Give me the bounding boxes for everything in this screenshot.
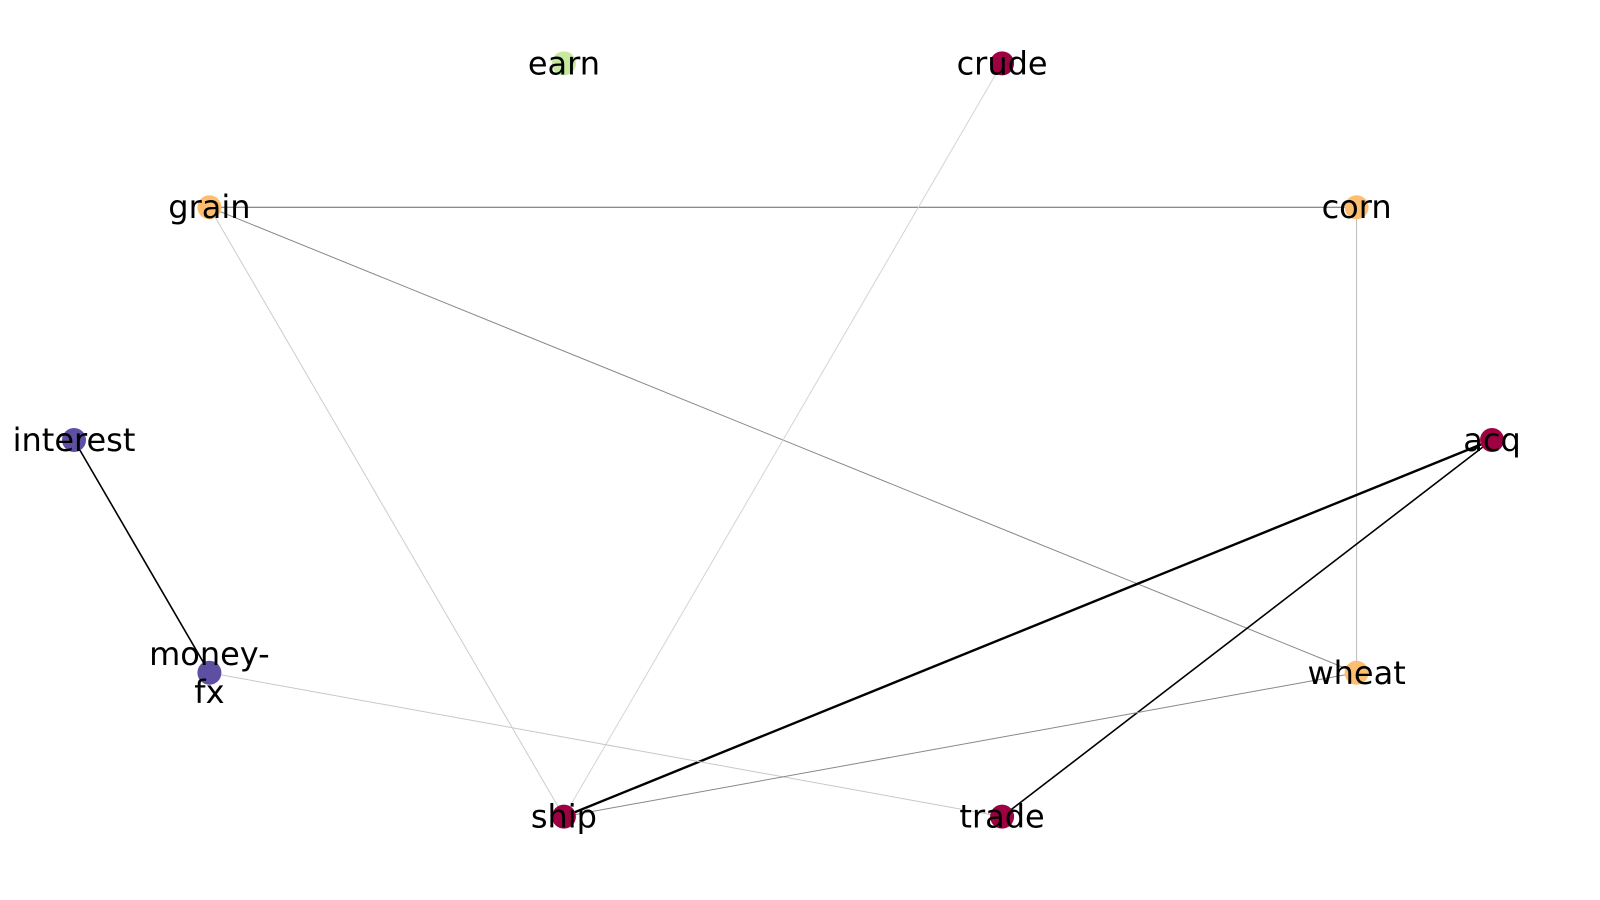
node-grain[interactable] [197,195,222,220]
edge-acq-trade [1001,439,1493,818]
node-label-acq: acq [1463,421,1521,459]
node-acq[interactable] [1480,428,1504,452]
node-label-line: fx [194,673,224,711]
node-label-trade: trade [959,798,1044,836]
labels-layer: earn crude grain corn interest acq money-fx whe… [13,44,1521,835]
node-crude[interactable] [990,51,1015,76]
node-label-line: ship [531,798,597,836]
node-label-corn: corn [1322,188,1392,226]
edges-layer [73,63,1493,818]
node-label-grain: grain [168,188,250,226]
node-label-interest: interest [13,421,136,459]
node-wheat[interactable] [1344,660,1369,685]
node-label-line: wheat [1307,654,1405,692]
node-label-line: grain [168,188,250,226]
edge-grain-ship [208,206,565,817]
node-label-line: interest [13,421,136,459]
node-interest[interactable] [62,428,86,452]
node-label-line: money- [149,635,270,673]
node-ship[interactable] [551,804,576,829]
node-money-fx[interactable] [197,660,222,685]
node-label-line: earn [528,44,600,82]
edge-acq-ship [563,438,1493,818]
nodes-layer [62,51,1504,829]
node-label-line: crude [957,44,1048,82]
node-label-earn: earn [528,44,600,82]
node-label-line: trade [959,798,1044,836]
node-label-line: acq [1463,421,1521,459]
edge-interest-money-fx [73,439,211,674]
edge-crude-ship [563,63,1003,817]
node-label-line: corn [1322,188,1392,226]
node-label-crude: crude [957,44,1048,82]
node-label-ship: ship [531,798,597,836]
node-label-money-fx: money-fx [149,635,270,711]
edge-money-fx-trade [209,672,1003,818]
edge-ship-wheat [563,672,1357,818]
node-label-wheat: wheat [1307,654,1405,692]
node-trade[interactable] [990,804,1015,829]
node-corn[interactable] [1344,195,1369,220]
node-earn[interactable] [551,51,576,76]
